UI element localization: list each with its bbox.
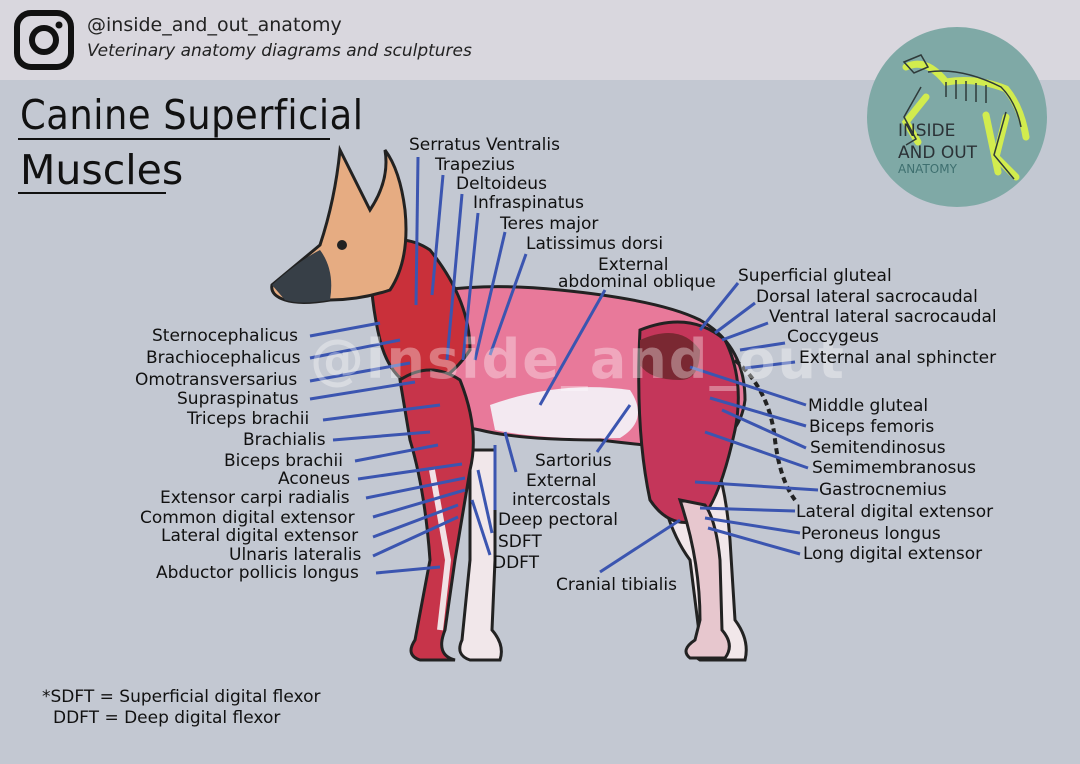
page-title-line-2: Muscles — [20, 146, 184, 194]
label-dorsal-lateral-sacrocaudal: Dorsal lateral sacrocaudal — [756, 287, 978, 307]
page-title-line-1: Canine Superficial — [20, 91, 364, 139]
label-sartorius: Sartorius — [535, 451, 612, 471]
label-external-2: External — [526, 471, 597, 491]
label-triceps-brachii: Triceps brachii — [187, 409, 310, 429]
label-sdft: SDFT — [498, 532, 542, 552]
logo-text-anatomy: ANATOMY — [898, 162, 957, 176]
label-lateral-digital-extensor-fore: Lateral digital extensor — [161, 526, 359, 546]
label-coccygeus: Coccygeus — [787, 327, 879, 347]
label-trapezius: Trapezius — [435, 155, 515, 175]
label-peroneus-longus: Peroneus longus — [801, 524, 941, 544]
label-teres-major: Teres major — [500, 214, 599, 234]
label-abdominal-oblique: abdominal oblique — [558, 272, 716, 292]
label-sternocephalicus: Sternocephalicus — [152, 326, 298, 346]
instagram-icon — [14, 10, 74, 70]
label-ddft: DDFT — [493, 553, 540, 573]
label-abductor-pollicis-longus: Abductor pollicis longus — [156, 563, 359, 583]
label-gastrocnemius: Gastrocnemius — [819, 480, 947, 500]
label-superficial-gluteal: Superficial gluteal — [738, 266, 892, 286]
label-common-digital-extensor: Common digital extensor — [140, 508, 355, 528]
footnote-sdft: *SDFT = Superficial digital flexor — [42, 687, 321, 707]
label-serratus-ventralis: Serratus Ventralis — [409, 135, 560, 155]
label-extensor-carpi-radialis: Extensor carpi radialis — [160, 488, 350, 508]
label-external-anal-sphincter: External anal sphincter — [799, 348, 997, 368]
watermark: @inside_and_out — [310, 328, 846, 391]
label-semimembranosus: Semimembranosus — [812, 458, 976, 478]
label-ventral-lateral-sacrocaudal: Ventral lateral sacrocaudal — [769, 307, 997, 327]
label-middle-gluteal: Middle gluteal — [808, 396, 929, 416]
label-brachialis: Brachialis — [243, 430, 326, 450]
label-supraspinatus: Supraspinatus — [177, 389, 299, 409]
label-deep-pectoral: Deep pectoral — [498, 510, 618, 530]
footnote-ddft: DDFT = Deep digital flexor — [53, 708, 281, 728]
label-aconeus: Aconeus — [278, 469, 350, 489]
logo-badge — [867, 27, 1047, 207]
label-semitendinosus: Semitendinosus — [810, 438, 946, 458]
label-external-1: External — [598, 255, 669, 275]
logo-text-and-out: AND OUT — [898, 143, 978, 163]
label-intercostals: intercostals — [512, 490, 611, 510]
label-infraspinatus: Infraspinatus — [473, 193, 585, 213]
label-biceps-femoris: Biceps femoris — [809, 417, 935, 437]
label-lateral-digital-extensor-hind: Lateral digital extensor — [796, 502, 994, 522]
leader-lines — [309, 156, 819, 575]
title-underline-2 — [18, 192, 166, 194]
label-long-digital-extensor: Long digital extensor — [803, 544, 983, 564]
label-ulnaris-lateralis: Ulnaris lateralis — [229, 545, 362, 565]
title-underline-1 — [18, 138, 330, 140]
logo-text-inside: INSIDE — [898, 121, 956, 141]
label-brachiocephalicus: Brachiocephalicus — [146, 348, 301, 368]
label-biceps-brachii: Biceps brachii — [224, 451, 344, 471]
label-omotransversarius: Omotransversarius — [135, 370, 298, 390]
tagline: Veterinary anatomy diagrams and sculptur… — [87, 41, 472, 61]
label-latissimus-dorsi: Latissimus dorsi — [526, 234, 664, 254]
label-deltoideus: Deltoideus — [456, 174, 547, 194]
label-cranial-tibialis: Cranial tibialis — [556, 575, 677, 595]
dog-body-illustration — [270, 144, 797, 662]
instagram-handle[interactable]: @inside_and_out_anatomy — [87, 14, 342, 36]
